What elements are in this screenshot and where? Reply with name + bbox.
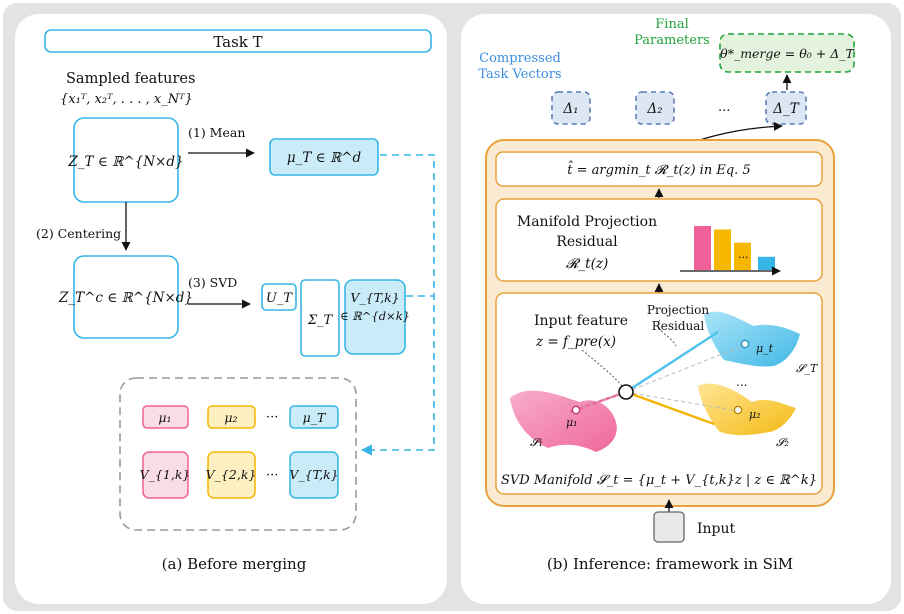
- store-mu-t-box: [289, 405, 339, 429]
- zc-formula: Z_T^c ∈ ℝ^{N×d}: [58, 290, 193, 306]
- svd-manifold-formula: SVD Manifold 𝓢_t = {μ_t + V_{t,k}z | z ∈…: [501, 473, 817, 488]
- residual-formula: 𝓡_t(z): [566, 256, 608, 272]
- mu-store-connector: [360, 154, 435, 456]
- projection-line-cyan: [625, 330, 719, 394]
- bar-ellipsis: ...: [738, 248, 749, 261]
- final-label-1: Final: [655, 17, 688, 32]
- store-mu-1-box: [142, 405, 189, 429]
- st-label: 𝓢_T: [796, 362, 819, 375]
- delta-t: Δ_T: [772, 101, 799, 117]
- mu-1-point: [571, 405, 581, 415]
- u-t-label: U_T: [266, 291, 293, 306]
- mu-t-label: μ_t: [756, 342, 774, 355]
- compressed-label-2: Task Vectors: [478, 67, 561, 82]
- s1-label: 𝓢₁: [530, 436, 543, 449]
- sigma-t-box: [300, 279, 340, 357]
- u-t-box: [261, 283, 297, 311]
- zt-formula: Z_T ∈ ℝ^{N×d}: [67, 154, 183, 170]
- residual-title-2: Residual: [556, 234, 618, 250]
- final-params-box: [719, 33, 855, 73]
- residual-title-1: Manifold Projection: [517, 214, 657, 230]
- residual-bar-4: [758, 256, 775, 270]
- step2-label: (2) Centering: [36, 226, 121, 241]
- store-v-2-box: [207, 451, 256, 499]
- mu-2-point: [733, 405, 743, 415]
- residual-bar-3: [734, 242, 751, 270]
- v-tk-dim: ∈ ℝ^{d×k}: [340, 309, 410, 323]
- delta-2: Δ₂: [646, 101, 662, 117]
- delta-1-box: [551, 91, 591, 125]
- delta-2-box: [635, 91, 675, 125]
- step3-label: (3) SVD: [188, 275, 237, 290]
- final-label-2: Parameters: [634, 33, 710, 48]
- store-v-1: V_{1,k}: [140, 467, 191, 482]
- store-v-t: V_{T,k}: [289, 467, 338, 482]
- left-caption: (a) Before merging: [162, 555, 307, 573]
- sampled-features-set: {x₁ᵀ, x₂ᵀ, . . . , x_Nᵀ}: [60, 92, 193, 107]
- v-tk-label: V_{T,k}: [350, 290, 399, 305]
- residual-bar-chart: [694, 226, 775, 270]
- final-formula: θ*_merge = θ₀ + Δ_T: [720, 46, 855, 61]
- s2-label: 𝓢₂: [776, 436, 789, 449]
- argmin-box: [495, 151, 823, 187]
- projection-line-yellow: [625, 390, 715, 426]
- argmin-formula: t̂ = argmin_t 𝓡_t(z) in Eq. 5: [567, 160, 750, 178]
- projection-residual-1: Projection: [647, 303, 709, 317]
- store-v-2: V_{2,k}: [206, 467, 257, 482]
- manifold-s2: [698, 383, 796, 436]
- compressed-label-1: Compressed: [479, 51, 561, 66]
- input-feature-formula: z = f_pre(x): [535, 334, 616, 350]
- mu-2-label: μ₂: [749, 408, 761, 421]
- v-tk-box: [344, 279, 406, 355]
- input-feature-label: Input feature: [534, 313, 628, 329]
- input-feature-pointer: [581, 349, 623, 387]
- right-caption: (b) Inference: framework in SiM: [547, 555, 793, 573]
- delta-ellipsis: ...: [718, 100, 730, 115]
- delta-t-box: [765, 91, 807, 125]
- task-title: Task T: [213, 33, 262, 51]
- mu-t-formula: μ_T ∈ ℝ^d: [287, 150, 362, 166]
- projection-dash-yellow: [625, 391, 739, 412]
- projection-residual-2: Residual: [652, 319, 705, 333]
- store-mu-ellipsis: ···: [266, 410, 278, 425]
- input-box[interactable]: [653, 511, 685, 543]
- store-v-t-box: [289, 451, 339, 499]
- store-mu-t: μ_T: [303, 410, 327, 425]
- store-mu-2-box: [207, 405, 256, 429]
- residual-bar-2: [714, 229, 731, 270]
- delta-1: Δ₁: [562, 101, 578, 117]
- mu-t-box: [269, 138, 379, 176]
- projection-dash-pink: [575, 391, 627, 411]
- store-mu-2: μ₂: [224, 410, 237, 425]
- input-label: Input: [697, 521, 736, 537]
- step1-label: (1) Mean: [188, 125, 245, 140]
- zc-box: [73, 255, 179, 339]
- mu-t-point: [740, 339, 750, 349]
- store-v-1-box: [142, 451, 189, 499]
- manifold-ellipsis: ...: [736, 375, 747, 389]
- input-feature-point: [618, 384, 634, 400]
- task-title-box: [44, 29, 432, 53]
- manifold-st: [704, 311, 800, 367]
- sigma-t-label: Σ_T: [307, 313, 334, 328]
- store-mu-1: μ₁: [158, 410, 171, 425]
- projection-dash-cyan: [625, 344, 746, 393]
- mu-1-label: μ₁: [566, 416, 578, 429]
- sampled-features-label: Sampled features: [66, 71, 195, 87]
- store-v-ellipsis: ···: [266, 468, 278, 483]
- residual-bar-1: [694, 226, 711, 270]
